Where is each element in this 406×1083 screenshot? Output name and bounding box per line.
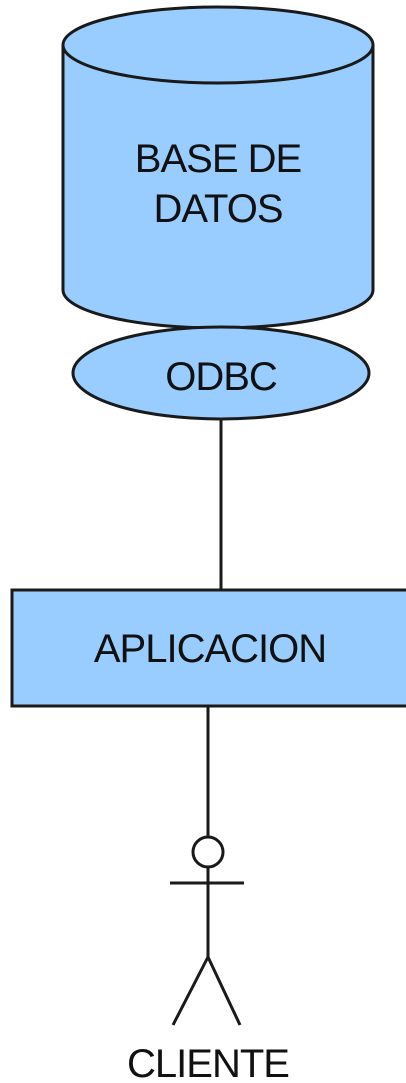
database-cylinder: BASE DE DATOS xyxy=(61,5,375,330)
client-actor-icon xyxy=(170,835,244,1026)
database-label-line1: BASE DE xyxy=(135,137,301,181)
odbc-label: ODBC xyxy=(165,355,277,399)
application-label: APLICACION xyxy=(94,627,326,671)
database-cylinder-top xyxy=(61,5,375,85)
client-label: CLIENTE xyxy=(127,1042,289,1083)
application-box xyxy=(10,588,406,708)
client-actor-right-leg xyxy=(206,956,242,1026)
client-actor-head xyxy=(191,835,225,869)
odbc-node: ODBC xyxy=(71,325,371,421)
database-label-line2: DATOS xyxy=(153,187,282,231)
client-actor-left-leg xyxy=(171,956,210,1026)
application-node: APLICACION xyxy=(10,588,406,708)
